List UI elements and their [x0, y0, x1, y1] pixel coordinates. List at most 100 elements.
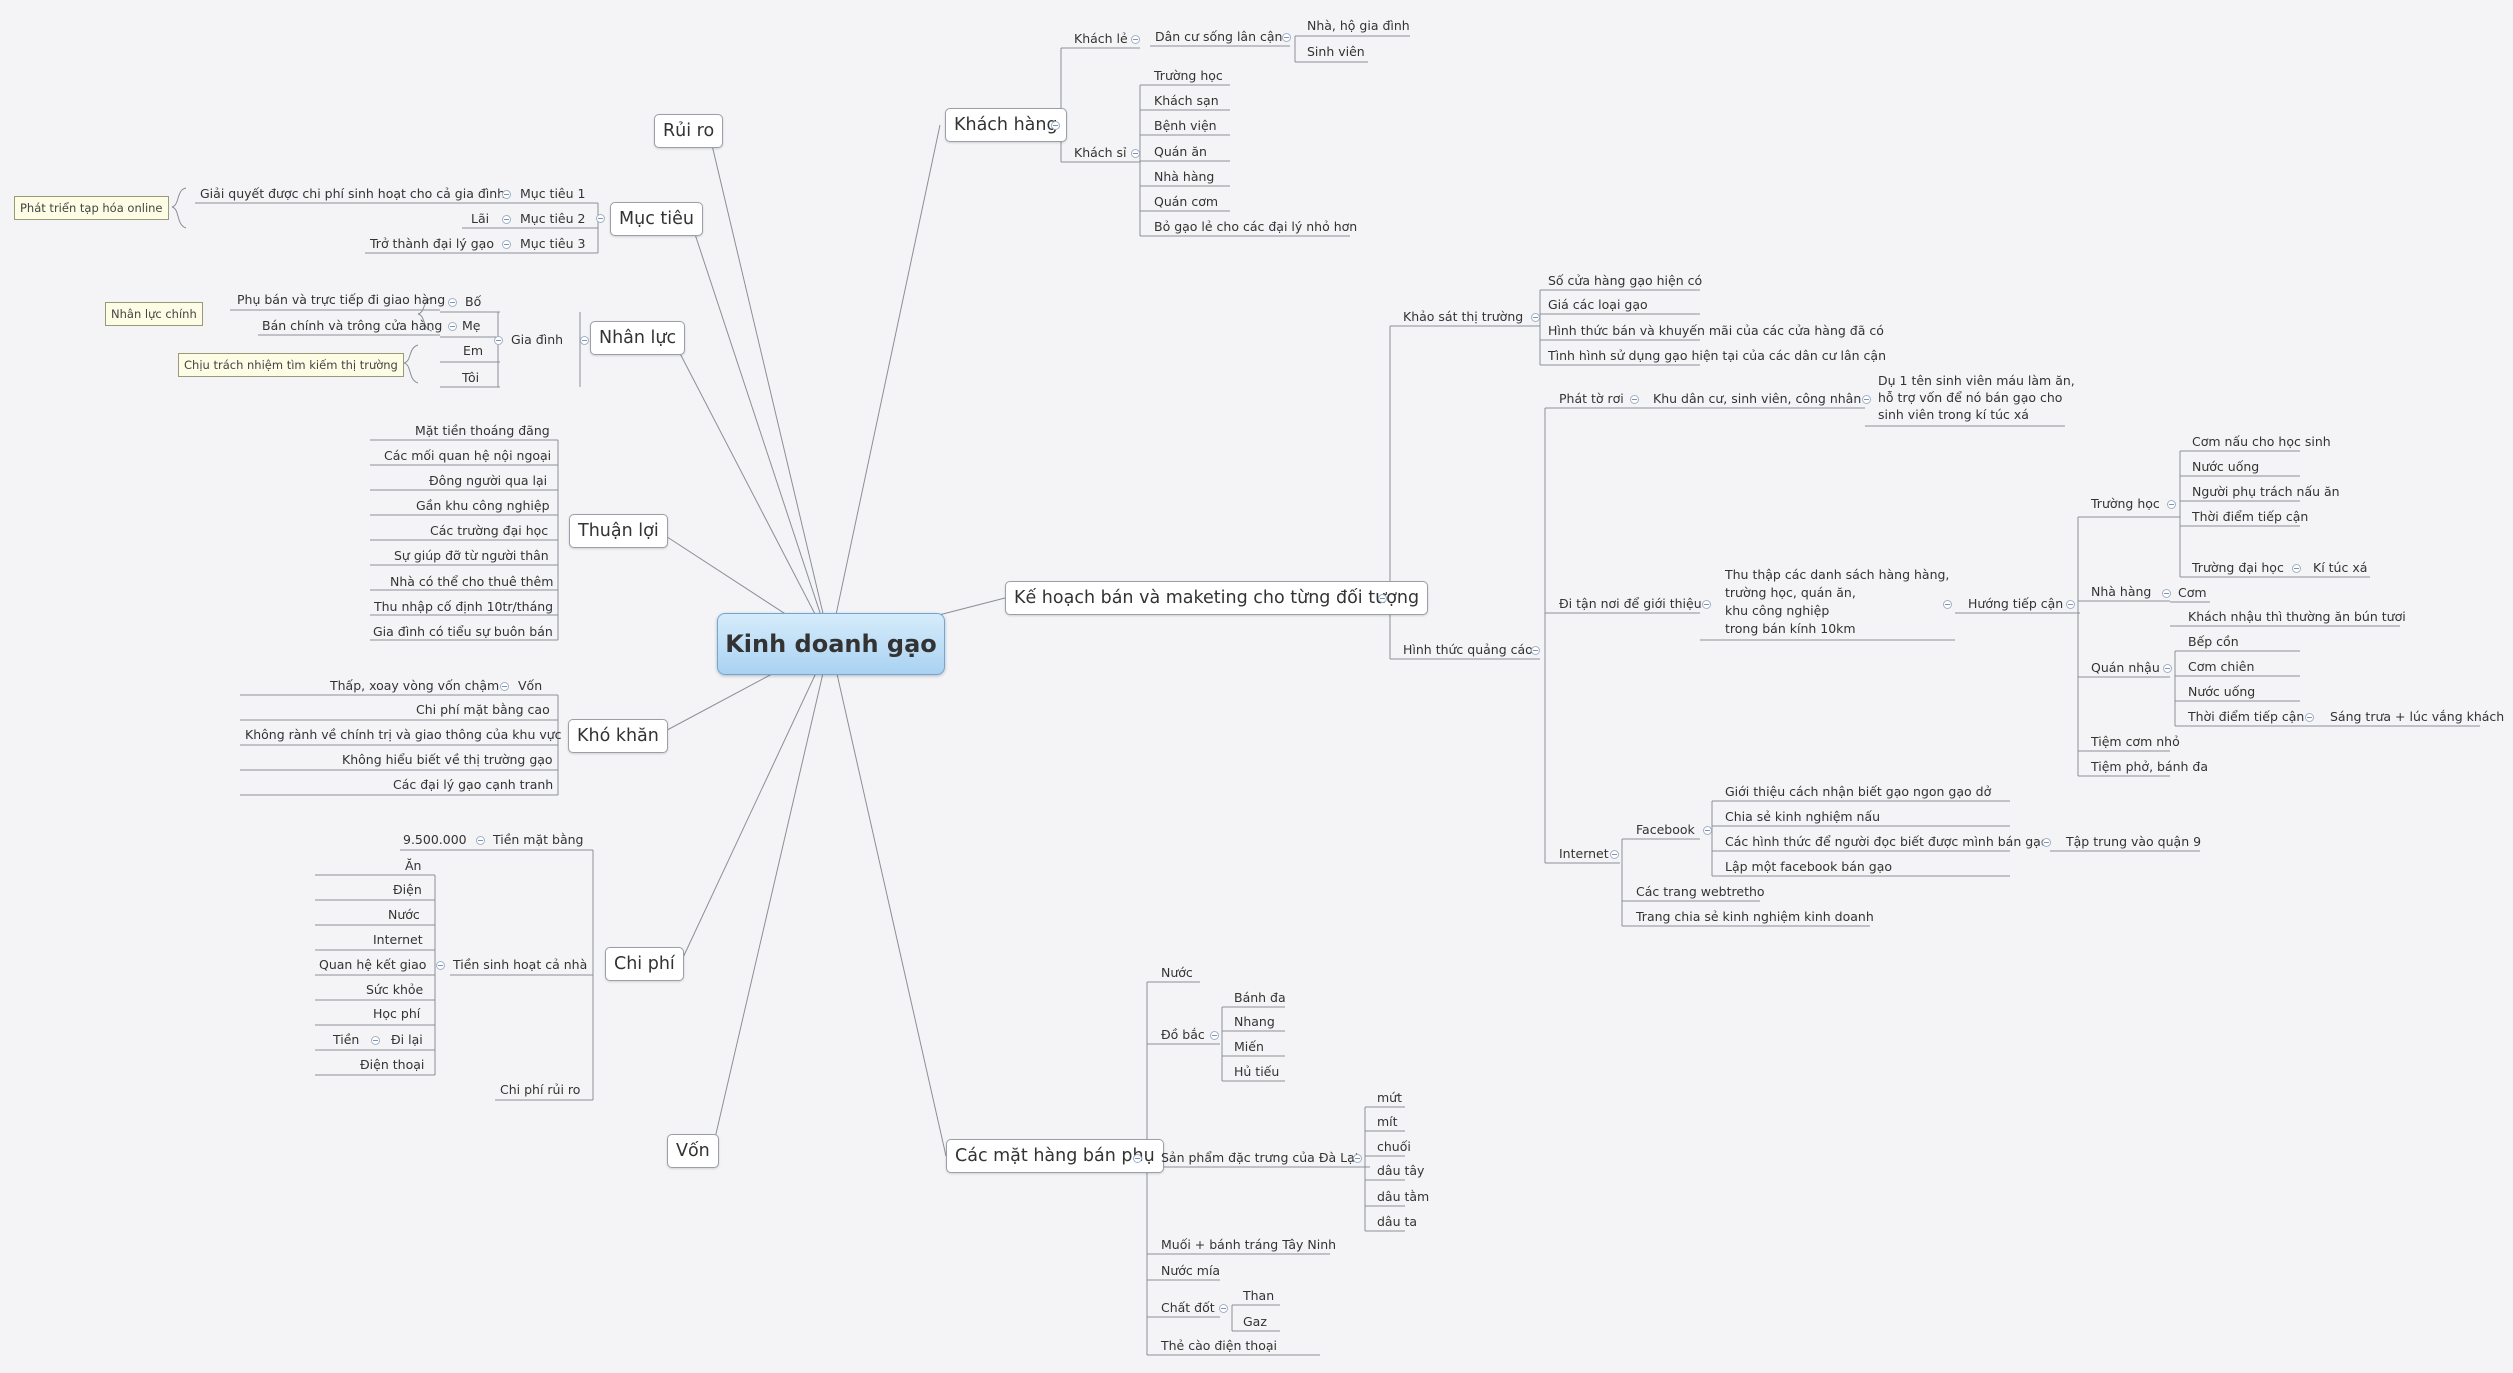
collapse-toggle[interactable]: [494, 336, 503, 345]
huong-tiep-can[interactable]: Hướng tiếp cận: [1968, 596, 2064, 611]
muc-tieu-item[interactable]: Mục tiêu 3: [520, 236, 586, 251]
collapse-toggle[interactable]: [371, 1036, 380, 1045]
dac-trung-da-lat[interactable]: Sản phẩm đặc trưng của Đà Lạt: [1161, 1150, 1360, 1165]
khach-nhau[interactable]: Khách nhậu thì thường ăn bún tươi: [2188, 609, 2406, 624]
do-bac-item[interactable]: Bánh đa: [1234, 990, 1286, 1005]
quan-nhau-item[interactable]: Cơm chiên: [2188, 659, 2255, 674]
facebook-item[interactable]: Các hình thức để người đọc biết được mìn…: [1725, 834, 2049, 849]
collapse-toggle[interactable]: [1282, 33, 1291, 42]
thuan-loi-item[interactable]: Gia đình có tiểu sự buôn bán: [373, 624, 553, 639]
collapse-toggle[interactable]: [1531, 313, 1540, 322]
topic-muc-tieu[interactable]: Mục tiêu: [610, 202, 703, 236]
thu-thap-line[interactable]: khu công nghiệp: [1725, 603, 1830, 618]
role-me[interactable]: Bán chính và trông cửa hàng: [262, 318, 443, 333]
collapse-toggle[interactable]: [436, 961, 445, 970]
khao-sat-item[interactable]: Hình thức bán và khuyến mãi của các cửa …: [1548, 323, 1884, 338]
truong-hoc-item[interactable]: Thời điểm tiếp cận: [2192, 509, 2309, 524]
dan-cu[interactable]: Dân cư sống lân cận: [1155, 29, 1283, 44]
sinh-hoat-item[interactable]: Quan hệ kết giao: [319, 957, 427, 972]
collapse-toggle[interactable]: [1703, 826, 1712, 835]
the-cao[interactable]: Thẻ cào điện thoại: [1161, 1338, 1277, 1353]
thuan-loi-item[interactable]: Mặt tiền thoáng đãng: [415, 423, 550, 438]
collapse-toggle[interactable]: [2162, 589, 2171, 598]
du-1-line[interactable]: Dụ 1 tên sinh viên máu làm ăn,: [1878, 373, 2075, 388]
thu-thap-line[interactable]: trong bán kính 10km: [1725, 621, 1856, 636]
muc-tieu-item[interactable]: Mục tiêu 1: [520, 186, 586, 201]
dac-trung-item[interactable]: dâu tây: [1377, 1163, 1425, 1178]
truong-hoc-item[interactable]: Người phụ trách nấu ăn: [2192, 484, 2340, 499]
kho-khan-von[interactable]: Vốn: [518, 678, 543, 693]
thuan-loi-item[interactable]: Sự giúp đỡ từ người thân: [394, 548, 549, 563]
role-bo[interactable]: Phụ bán và trực tiếp đi giao hàng: [237, 292, 446, 307]
topic-chi-phi[interactable]: Chi phí: [605, 947, 684, 981]
dac-trung-item[interactable]: dâu ta: [1377, 1214, 1418, 1229]
kho-khan-item[interactable]: Chi phí mặt bằng cao: [416, 702, 550, 717]
collapse-toggle[interactable]: [1131, 35, 1140, 44]
sang-trua[interactable]: Sáng trưa + lúc vắng khách: [2330, 709, 2505, 724]
thu-thap-line[interactable]: trường học, quán ăn,: [1725, 585, 1856, 600]
kho-khan-item[interactable]: Các đại lý gạo cạnh tranh: [393, 777, 554, 792]
tien-mat-bang-value[interactable]: 9.500.000: [403, 832, 467, 847]
dac-trung-item[interactable]: mít: [1377, 1114, 1398, 1129]
collapse-toggle[interactable]: [1131, 149, 1140, 158]
phat-to-roi[interactable]: Phát tờ rơi: [1559, 391, 1624, 406]
collapse-toggle[interactable]: [2066, 600, 2075, 609]
collapse-toggle[interactable]: [502, 215, 511, 224]
khao-sat-item[interactable]: Số cửa hàng gạo hiện có: [1548, 273, 1703, 288]
collapse-toggle[interactable]: [1219, 1304, 1228, 1313]
collapse-toggle[interactable]: [1610, 850, 1619, 859]
kho-khan-item[interactable]: Không rành về chính trị và giao thông củ…: [245, 727, 562, 742]
topic-thuan-loi[interactable]: Thuận lợi: [569, 514, 668, 548]
chat-dot-item[interactable]: Gaz: [1243, 1314, 1267, 1329]
chi-phi-rui-ro[interactable]: Chi phí rủi ro: [500, 1082, 581, 1097]
khach-si-item[interactable]: Bệnh viện: [1154, 118, 1217, 133]
khach-si-item[interactable]: Khách sạn: [1154, 93, 1219, 108]
collapse-toggle[interactable]: [2292, 564, 2301, 573]
thuan-loi-item[interactable]: Đông người qua lại: [429, 473, 548, 488]
truong-hoc[interactable]: Trường học: [2091, 496, 2160, 511]
di-lai-detail[interactable]: Tiền: [333, 1032, 360, 1047]
khach-si-item[interactable]: Nhà hàng: [1154, 169, 1215, 184]
kho-khan-item[interactable]: Không hiểu biết về thị trường gạo: [342, 752, 553, 767]
do-bac-item[interactable]: Hủ tiếu: [1234, 1064, 1280, 1079]
muc-tieu-detail[interactable]: Giải quyết được chi phí sinh hoạt cho cả…: [200, 186, 506, 201]
dan-cu-item[interactable]: Nhà, hộ gia đình: [1307, 18, 1410, 33]
khach-si-item[interactable]: Trường học: [1154, 68, 1223, 83]
quan-nhau[interactable]: Quán nhậu: [2091, 660, 2160, 675]
topic-ke-hoach[interactable]: Kế hoạch bán và maketing cho từng đối tư…: [1005, 581, 1429, 615]
mat-hang-nuoc[interactable]: Nước: [1161, 965, 1193, 980]
facebook-item[interactable]: Chia sẻ kinh nghiệm nấu: [1725, 809, 1881, 824]
collapse-toggle[interactable]: [580, 336, 589, 345]
tap-trung[interactable]: Tập trung vào quận 9: [2066, 834, 2202, 849]
dac-trung-item[interactable]: mứt: [1377, 1090, 1402, 1105]
nha-hang[interactable]: Nhà hàng: [2091, 584, 2152, 599]
member-toi[interactable]: Tôi: [462, 370, 480, 385]
collapse-toggle[interactable]: [2305, 713, 2314, 722]
quan-nhau-item[interactable]: Nước uống: [2188, 684, 2256, 699]
du-1-line[interactable]: hỗ trợ vốn để nó bán gạo cho: [1878, 390, 2063, 405]
sinh-hoat-item[interactable]: Nước: [388, 907, 420, 922]
topic-mat-hang[interactable]: Các mặt hàng bán phụ: [946, 1139, 1164, 1173]
com[interactable]: Cơm: [2178, 585, 2207, 600]
thuan-loi-item[interactable]: Gần khu công nghiệp: [416, 498, 550, 513]
collapse-toggle[interactable]: [1702, 600, 1711, 609]
collapse-toggle[interactable]: [448, 298, 457, 307]
member-me[interactable]: Mẹ: [462, 318, 481, 333]
thuan-loi-item[interactable]: Các mối quan hệ nội ngoại: [384, 448, 552, 463]
khach-si-item[interactable]: Bỏ gạo lẻ cho các đại lý nhỏ hơn: [1154, 219, 1358, 234]
khao-sat-item[interactable]: Giá các loại gạo: [1548, 297, 1648, 312]
sinh-hoat-item[interactable]: Học phí: [373, 1006, 421, 1021]
khach-si-item[interactable]: Quán cơm: [1154, 194, 1219, 209]
hinh-thuc-quang-cao[interactable]: Hình thức quảng cáo: [1403, 642, 1533, 657]
collapse-toggle[interactable]: [596, 214, 605, 223]
thuan-loi-item[interactable]: Nhà có thể cho thuê thêm: [390, 574, 554, 589]
thu-thap-line[interactable]: Thu thập các danh sách hàng hàng,: [1725, 567, 1950, 582]
ki-tuc-xa[interactable]: Kí túc xá: [2313, 560, 2368, 575]
tiem-com[interactable]: Tiệm cơm nhỏ: [2091, 734, 2180, 749]
khao-sat-item[interactable]: Tình hình sử dụng gạo hiện tại của các d…: [1548, 348, 1886, 363]
collapse-toggle[interactable]: [1353, 1154, 1362, 1163]
nuoc-mia[interactable]: Nước mía: [1161, 1263, 1221, 1278]
collapse-toggle[interactable]: [2167, 500, 2176, 509]
topic-khach-hang[interactable]: Khách hàng: [945, 108, 1067, 142]
webtretho[interactable]: Các trang webtretho: [1636, 884, 1765, 899]
